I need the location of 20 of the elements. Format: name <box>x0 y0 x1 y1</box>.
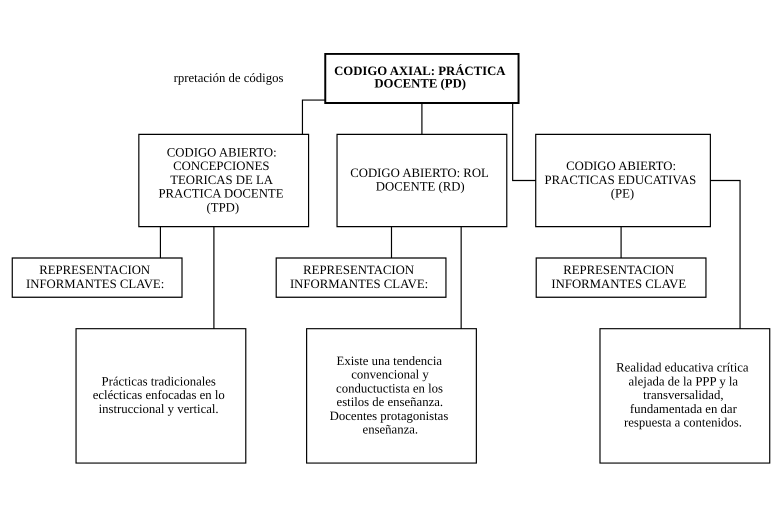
node-box: CODIGO ABIERTO: CONCEPCIONES TEORICAS DE LA PRACTICA DOCENTE (TPD) <box>138 133 310 227</box>
connector <box>620 226 622 258</box>
connector <box>302 98 326 134</box>
connector <box>421 102 422 134</box>
node-box: CODIGO AXIAL: PRÁCTICA DOCENTE (PD) <box>324 52 520 104</box>
node-box: Realidad educativa crítica alejada de la PPP y la transversalidad, fundamentada en dar respuesta a contenidos. <box>599 328 770 464</box>
node-box: CODIGO ABIERTO: PRACTICAS EDUCATIVAS (PE) <box>535 133 711 227</box>
connector <box>512 102 536 181</box>
node-box: REPRESENTACION INFORMANTES CLAVE: <box>12 256 183 298</box>
node-box: CODIGO ABIERTO: ROL DOCENTE (RD) <box>336 133 508 227</box>
node-box: Prácticas tradicionales eclécticas enfocadas en lo instruccional y vertical. <box>75 328 246 464</box>
connector <box>460 226 462 328</box>
connector <box>160 226 162 258</box>
label: rpretación de códigos <box>174 70 284 84</box>
node-box: REPRESENTACION INFORMANTES CLAVE: <box>276 256 447 298</box>
connector <box>213 226 214 328</box>
connector <box>710 179 741 328</box>
connector <box>390 226 392 258</box>
node-box: Existe una tendencia convencional y conductuctista en los estilos de enseñanza. Docentes protagonistas enseñanza. <box>306 328 477 464</box>
node-box: REPRESENTACION INFORMANTES CLAVE <box>536 256 707 298</box>
